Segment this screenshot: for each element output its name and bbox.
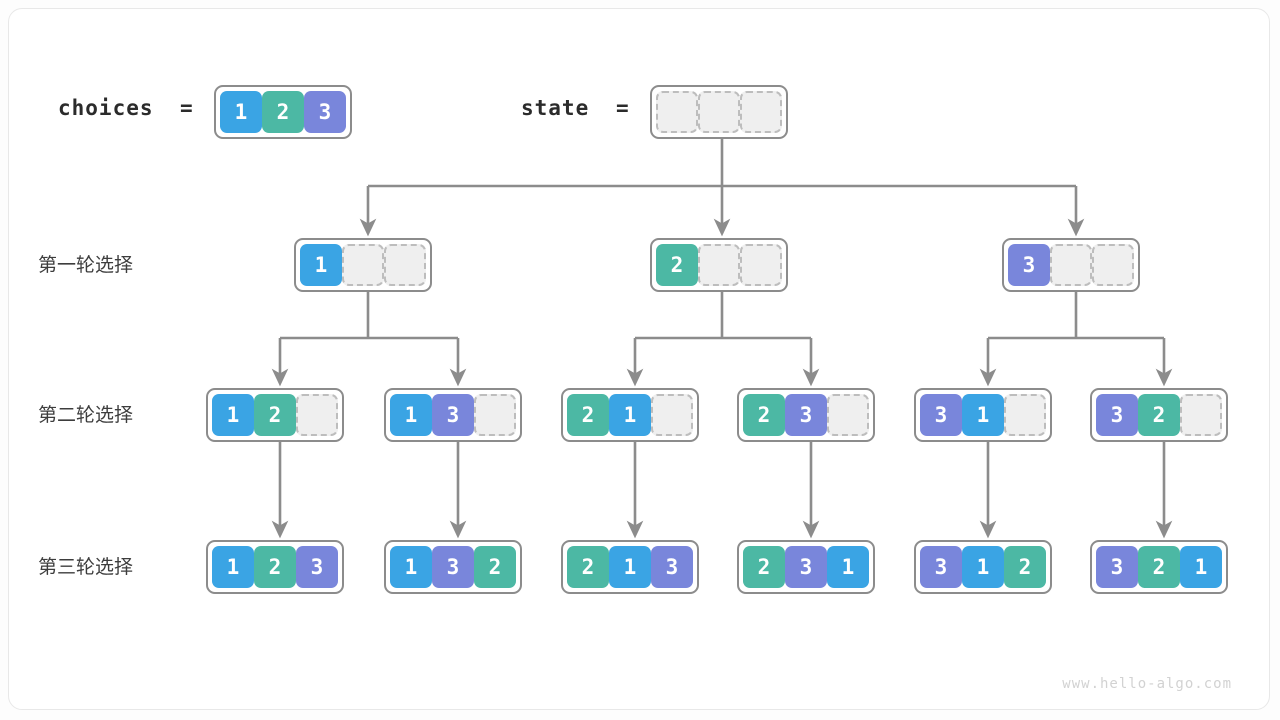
state-cell — [656, 91, 698, 133]
node-cell: 1 — [609, 394, 651, 436]
node-cell: 1 — [609, 546, 651, 588]
state-cell — [698, 91, 740, 133]
state-node-l2-3: 2 3 — [737, 388, 875, 442]
node-cell: 3 — [785, 394, 827, 436]
figure-frame — [8, 8, 1270, 710]
node-cell — [1092, 244, 1134, 286]
state-array — [650, 85, 788, 139]
node-cell: 2 — [474, 546, 516, 588]
node-cell: 3 — [920, 546, 962, 588]
row-caption-round-3: 第三轮选择 — [38, 556, 134, 578]
node-cell: 1 — [212, 546, 254, 588]
choices-cell: 1 — [220, 91, 262, 133]
state-cell — [740, 91, 782, 133]
row-caption-round-1: 第一轮选择 — [38, 254, 134, 276]
node-cell — [651, 394, 693, 436]
state-node-l2-2: 2 1 — [561, 388, 699, 442]
node-cell: 2 — [656, 244, 698, 286]
node-cell — [827, 394, 869, 436]
node-cell: 3 — [1008, 244, 1050, 286]
node-cell: 2 — [1138, 394, 1180, 436]
node-cell: 3 — [1096, 546, 1138, 588]
state-node-l2-1: 1 3 — [384, 388, 522, 442]
node-cell — [342, 244, 384, 286]
node-cell: 3 — [296, 546, 338, 588]
node-cell: 3 — [651, 546, 693, 588]
state-node-l3-3: 2 3 1 — [737, 540, 875, 594]
node-cell: 2 — [1004, 546, 1046, 588]
state-node-l3-1: 1 3 2 — [384, 540, 522, 594]
choices-cell: 3 — [304, 91, 346, 133]
node-cell: 1 — [390, 394, 432, 436]
node-cell: 3 — [432, 546, 474, 588]
state-node-l1-1: 2 — [650, 238, 788, 292]
state-node-l3-5: 3 2 1 — [1090, 540, 1228, 594]
node-cell: 2 — [254, 394, 296, 436]
node-cell — [296, 394, 338, 436]
state-node-l3-4: 3 1 2 — [914, 540, 1052, 594]
node-cell: 2 — [567, 394, 609, 436]
state-node-l3-2: 2 1 3 — [561, 540, 699, 594]
node-cell — [1180, 394, 1222, 436]
node-cell: 1 — [962, 546, 1004, 588]
row-caption-round-2: 第二轮选择 — [38, 404, 134, 426]
node-cell — [1050, 244, 1092, 286]
choices-cell: 2 — [262, 91, 304, 133]
choices-array: 1 2 3 — [214, 85, 352, 139]
state-node-l1-2: 3 — [1002, 238, 1140, 292]
node-cell — [698, 244, 740, 286]
node-cell — [474, 394, 516, 436]
node-cell: 1 — [300, 244, 342, 286]
node-cell: 1 — [962, 394, 1004, 436]
state-node-l2-4: 3 1 — [914, 388, 1052, 442]
choices-label: choices — [58, 96, 154, 120]
node-cell: 1 — [212, 394, 254, 436]
node-cell: 2 — [743, 546, 785, 588]
node-cell: 2 — [743, 394, 785, 436]
node-cell: 3 — [1096, 394, 1138, 436]
node-cell — [1004, 394, 1046, 436]
node-cell: 3 — [920, 394, 962, 436]
state-node-l1-0: 1 — [294, 238, 432, 292]
node-cell: 2 — [567, 546, 609, 588]
node-cell: 1 — [827, 546, 869, 588]
state-node-l3-0: 1 2 3 — [206, 540, 344, 594]
state-equals-sign: = — [616, 96, 629, 120]
watermark: www.hello-algo.com — [1062, 676, 1232, 692]
node-cell — [740, 244, 782, 286]
choices-equals-sign: = — [180, 96, 193, 120]
state-node-l2-5: 3 2 — [1090, 388, 1228, 442]
node-cell: 1 — [390, 546, 432, 588]
node-cell: 2 — [1138, 546, 1180, 588]
state-node-l2-0: 1 2 — [206, 388, 344, 442]
state-label: state — [521, 96, 590, 120]
node-cell: 3 — [432, 394, 474, 436]
node-cell — [384, 244, 426, 286]
node-cell: 3 — [785, 546, 827, 588]
node-cell: 2 — [254, 546, 296, 588]
node-cell: 1 — [1180, 546, 1222, 588]
